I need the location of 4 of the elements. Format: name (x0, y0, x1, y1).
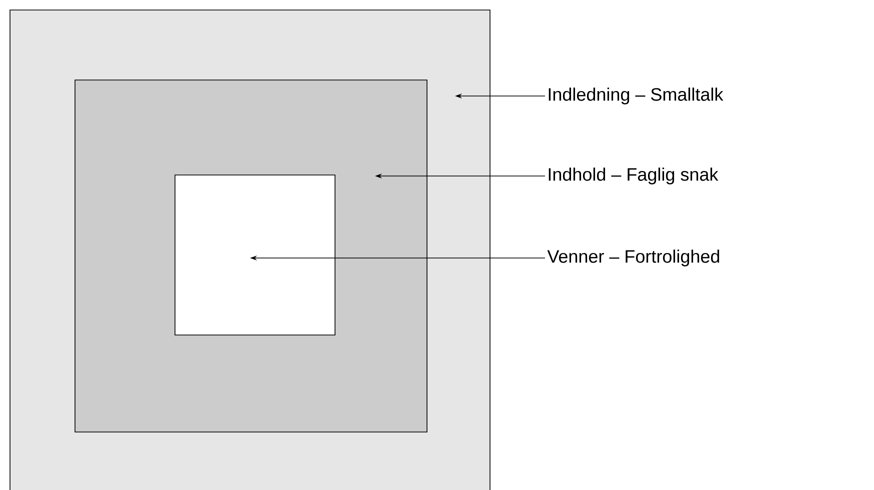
label-text: Indledning – Smalltalk (548, 88, 724, 104)
label-text: Indhold – Faglig snak (548, 168, 718, 184)
label-text: Venner – Fortrolighed (547, 250, 720, 266)
square-box (174, 174, 336, 336)
